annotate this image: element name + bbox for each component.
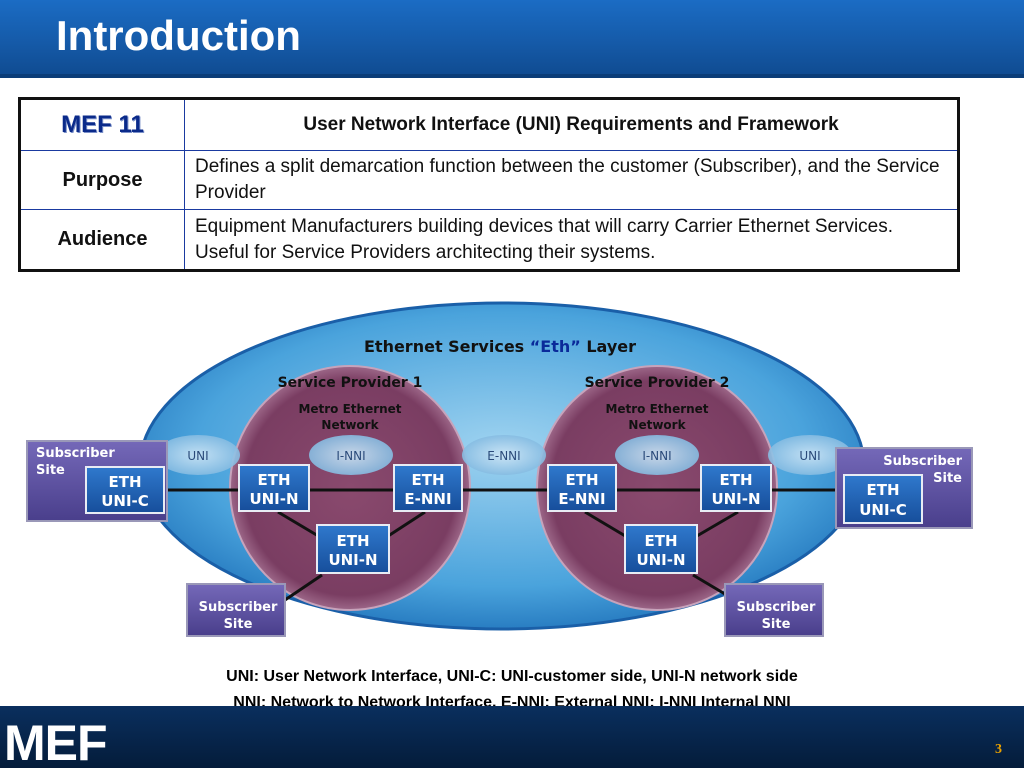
- svg-text:Subscriber: Subscriber: [199, 600, 278, 615]
- purpose-text: Defines a split demarcation function bet…: [184, 149, 959, 211]
- enni-cloud: [462, 435, 546, 475]
- inni-left-cloud: [309, 435, 393, 475]
- eth-layer-diagram: Ethernet Services “Eth” Layer Service Pr…: [26, 301, 973, 637]
- inni-left-label: I-NNI: [336, 449, 365, 463]
- metro-2-label-line2: Network: [628, 418, 686, 432]
- svg-text:UNI-N: UNI-N: [636, 551, 685, 569]
- slide-title: Introduction: [56, 12, 301, 59]
- subscriber-site-bottom-left: Subscriber Site: [186, 583, 286, 637]
- eth-uni-c-left-box: ETH UNI-C: [85, 466, 165, 514]
- metro-2-label-line1: Metro Ethernet: [605, 402, 708, 416]
- metro-network-2: [536, 365, 778, 611]
- inni-right-cloud: [615, 435, 699, 475]
- svg-text:Site: Site: [933, 471, 962, 486]
- svg-text:ETH: ETH: [257, 471, 290, 489]
- eth-uni-n-1-box: ETH UNI-N: [238, 464, 310, 512]
- svg-text:UNI-C: UNI-C: [859, 501, 907, 519]
- svg-text:Subscriber: Subscriber: [36, 446, 115, 461]
- page-number: 3: [995, 742, 1002, 757]
- provider-2-label: Service Provider 2: [585, 375, 730, 391]
- mef-logo: MEF: [4, 715, 108, 768]
- mef11-summary-table: MEF 11 User Network Interface (UNI) Requ…: [18, 97, 960, 272]
- svg-text:UNI-N: UNI-N: [328, 551, 377, 569]
- svg-text:UNI-N: UNI-N: [711, 490, 760, 508]
- uni-right-label: UNI: [799, 449, 820, 463]
- table-row-purpose: Purpose Defines a split demarcation func…: [19, 149, 959, 211]
- metro-network-1: [229, 365, 471, 611]
- metro-1-label-line2: Network: [321, 418, 379, 432]
- svg-text:Subscriber: Subscriber: [737, 600, 816, 615]
- eth-uni-n-4-box: ETH UNI-N: [624, 524, 698, 574]
- eth-uni-n-2-box: ETH UNI-N: [316, 524, 390, 574]
- footnote-uni: UNI: User Network Interface, UNI-C: UNI-…: [226, 668, 798, 685]
- svg-text:Site: Site: [762, 617, 791, 632]
- audience-text: Equipment Manufacturers building devices…: [184, 209, 959, 271]
- table-header-row: MEF 11 User Network Interface (UNI) Requ…: [19, 98, 959, 151]
- svg-text:UNI-N: UNI-N: [249, 490, 298, 508]
- svg-text:ETH: ETH: [644, 532, 677, 550]
- spec-id: MEF 11: [61, 111, 144, 138]
- svg-text:ETH: ETH: [719, 471, 752, 489]
- svg-text:E-NNI: E-NNI: [404, 490, 451, 508]
- purpose-label: Purpose: [19, 149, 185, 211]
- audience-label: Audience: [19, 209, 185, 271]
- inni-right-label: I-NNI: [642, 449, 671, 463]
- eth-uni-n-3-box: ETH UNI-N: [700, 464, 772, 512]
- layer-title: Ethernet Services “Eth” Layer: [364, 337, 636, 356]
- table-header-spec: MEF 11: [19, 98, 185, 151]
- svg-text:ETH: ETH: [108, 473, 141, 491]
- svg-text:UNI-C: UNI-C: [101, 492, 149, 510]
- svg-text:ETH: ETH: [565, 471, 598, 489]
- svg-text:E-NNI: E-NNI: [558, 490, 605, 508]
- uni-right-cloud: [768, 435, 852, 475]
- uni-left-label: UNI: [187, 449, 208, 463]
- table-header-title: User Network Interface (UNI) Requirement…: [184, 98, 959, 151]
- slide-footer: MEF 3: [0, 706, 1024, 768]
- svg-text:Site: Site: [36, 463, 65, 478]
- subscriber-site-bottom-right: Subscriber Site: [724, 583, 824, 637]
- table-row-audience: Audience Equipment Manufacturers buildin…: [19, 209, 959, 271]
- svg-text:ETH: ETH: [866, 481, 899, 499]
- svg-text:Subscriber: Subscriber: [883, 454, 962, 469]
- provider-1-label: Service Provider 1: [278, 375, 423, 391]
- enni-label: E-NNI: [487, 449, 520, 463]
- eth-e-nni-2-box: ETH E-NNI: [547, 464, 617, 512]
- metro-1-label-line1: Metro Ethernet: [298, 402, 401, 416]
- eth-uni-c-right-box: ETH UNI-C: [843, 474, 923, 524]
- svg-text:ETH: ETH: [336, 532, 369, 550]
- svg-text:ETH: ETH: [411, 471, 444, 489]
- eth-e-nni-1-box: ETH E-NNI: [393, 464, 463, 512]
- svg-text:Site: Site: [224, 617, 253, 632]
- slide-header: Introduction: [0, 0, 1024, 78]
- uni-left-cloud: [156, 435, 240, 475]
